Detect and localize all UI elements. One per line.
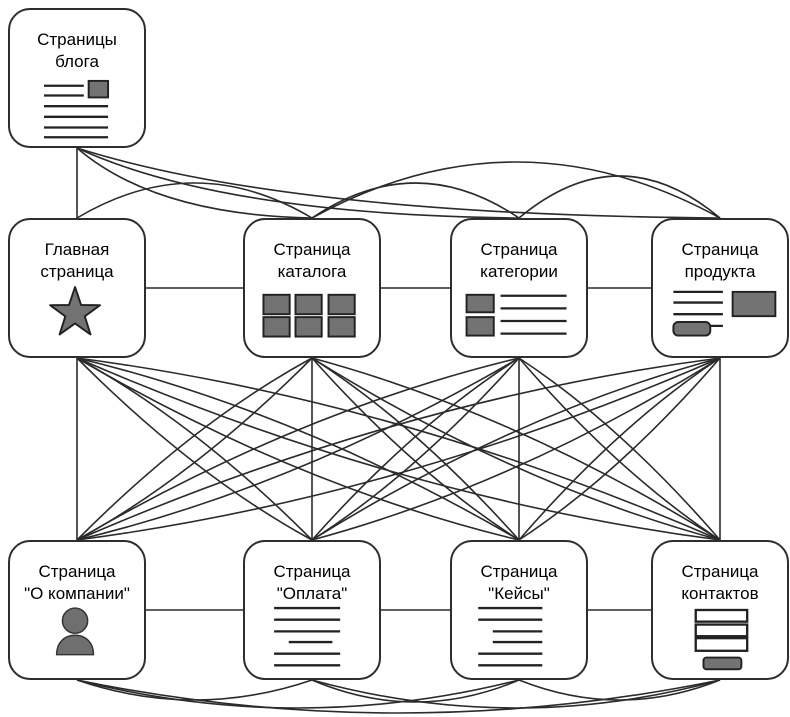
node-label: Страницыблога [10,29,144,73]
node-label: Страницакатегории [452,239,586,283]
edge-catalog-category [312,183,519,218]
node-label: Страницакаталога [245,239,379,283]
edge-category-product [519,176,720,218]
edge-main-catalog [77,183,312,218]
edge-main-payment [77,358,312,540]
node-label: Страницаконтактов [653,561,787,605]
edge-about-contacts [77,680,720,713]
edge-category-contacts [519,358,720,540]
node-blog-pages: Страницыблога [8,8,146,148]
node-catalog-page: Страницакаталога [243,218,381,358]
edge-product-cases [519,358,720,540]
node-main-page: Главнаястраница [8,218,146,358]
edge-blog-product [77,148,720,218]
node-label: Страница"Кейсы" [452,561,586,605]
edge-category-contacts [519,358,720,540]
node-label: Главнаястраница [10,239,144,283]
edge-product-cases [519,358,720,540]
edge-catalog-product [312,162,720,218]
edge-product-payment [312,358,720,540]
node-cases-page: Страница"Кейсы" [450,540,588,680]
node-category-page: Страницакатегории [450,218,588,358]
edge-blog-category [77,148,519,218]
edge-catalog-contacts [312,358,720,540]
edge-about-payment [77,680,312,700]
node-about-page: Страница"О компании" [8,540,146,680]
node-label: Страница"Оплата" [245,561,379,605]
node-product-page: Страницапродукта [651,218,789,358]
node-label: Страницапродукта [653,239,787,283]
edge-main-payment [77,358,312,540]
node-payment-page: Страница"Оплата" [243,540,381,680]
edge-product-payment [312,358,720,540]
edge-catalog-about [77,358,312,540]
node-contacts-page: Страницаконтактов [651,540,789,680]
edge-payment-cases [312,680,519,702]
node-label: Страница"О компании" [10,561,144,605]
edge-payment-contacts [312,680,720,708]
edge-catalog-contacts [312,358,720,540]
edge-catalog-about [77,358,312,540]
